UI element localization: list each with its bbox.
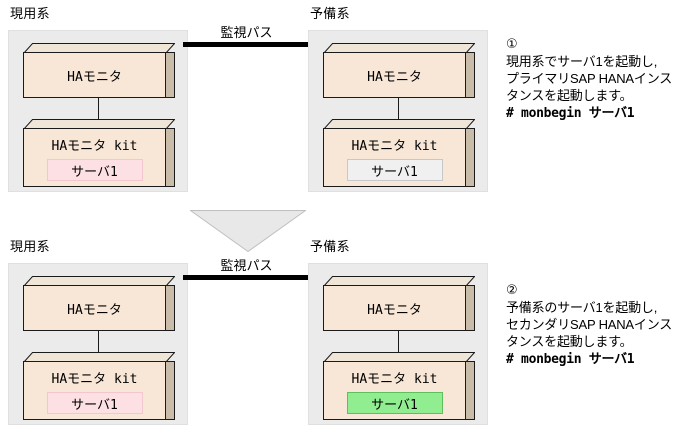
ha-monitor-label: HAモニタ: [367, 69, 422, 85]
server-chip-standby-top: サーバ1: [346, 159, 443, 181]
ha-monitor-label: HAモニタ: [67, 302, 122, 318]
ha-kit-box-active-bottom: HAモニタ kit サーバ1: [23, 352, 175, 420]
panel-standby-top: HAモニタ HAモニタ kit サーバ1: [308, 30, 488, 192]
server-chip-active-bottom: サーバ1: [46, 392, 143, 414]
ha-kit-box-standby-top: HAモニタ kit サーバ1: [323, 119, 475, 187]
box-front-face: HAモニタ: [323, 52, 466, 98]
connector-line-standby-bottom: [398, 331, 399, 352]
annotation-line-1-3: タンスを起動します。: [506, 88, 633, 103]
box-front-face: HAモニタ: [323, 285, 466, 331]
annotation-step-2: ② 予備系のサーバ1を起動し, セカンダリSAP HANAインス タンスを起動し…: [506, 282, 686, 369]
annotation-line-1-1: 現用系でサーバ1を起動し,: [506, 54, 658, 69]
box-front-face: HAモニタ kit サーバ1: [323, 128, 466, 187]
monitoring-path-label-top: 監視パス: [220, 25, 273, 40]
annotation-number-1: ①: [506, 37, 518, 52]
monitoring-path-label-bottom: 監視パス: [220, 258, 273, 273]
ha-monitor-box-active-bottom: HAモニタ: [23, 276, 175, 331]
box-side-face: [466, 285, 475, 331]
annotation-line-2-1: 予備系のサーバ1を起動し,: [506, 300, 658, 315]
ha-monitor-label: HAモニタ: [367, 302, 422, 318]
annotation-line-1-2: プライマリSAP HANAインス: [506, 71, 673, 86]
annotation-command-1: # monbegin サーバ1: [506, 106, 635, 121]
box-side-face: [166, 361, 175, 420]
box-front-face: HAモニタ kit サーバ1: [23, 128, 166, 187]
annotation-line-2-2: セカンダリSAP HANAインス: [506, 317, 673, 332]
box-side-face: [466, 52, 475, 98]
connector-line-standby-top: [398, 98, 399, 119]
ha-monitor-box-standby-top: HAモニタ: [323, 43, 475, 98]
system-label-active-bottom: 現用系: [10, 239, 50, 254]
annotation-command-2: # monbegin サーバ1: [506, 352, 635, 367]
ha-monitor-label: HAモニタ: [67, 69, 122, 85]
box-side-face: [166, 128, 175, 187]
ha-kit-label: HAモニタ kit: [51, 372, 138, 387]
annotation-line-2-3: タンスを起動します。: [506, 334, 633, 349]
ha-monitor-box-standby-bottom: HAモニタ: [323, 276, 475, 331]
ha-monitor-box-active-top: HAモニタ: [23, 43, 175, 98]
ha-kit-label: HAモニタ kit: [351, 372, 438, 387]
system-label-active-top: 現用系: [10, 6, 50, 21]
monitoring-path-line-bottom: [183, 275, 310, 280]
ha-kit-box-standby-bottom: HAモニタ kit サーバ1: [323, 352, 475, 420]
box-front-face: HAモニタ: [23, 52, 166, 98]
box-side-face: [166, 52, 175, 98]
system-label-standby-top: 予備系: [310, 6, 350, 21]
box-side-face: [466, 128, 475, 187]
panel-active-bottom: HAモニタ HAモニタ kit サーバ1: [8, 263, 188, 425]
box-front-face: HAモニタ kit サーバ1: [323, 361, 466, 420]
connector-line-active-top: [98, 98, 99, 119]
box-front-face: HAモニタ kit サーバ1: [23, 361, 166, 420]
annotation-number-2: ②: [506, 283, 518, 298]
annotation-step-1: ① 現用系でサーバ1を起動し, プライマリSAP HANAインス タンスを起動し…: [506, 36, 686, 123]
server-chip-active-top: サーバ1: [46, 159, 143, 181]
down-arrow-icon: [190, 210, 306, 252]
system-label-standby-bottom: 予備系: [310, 239, 350, 254]
panel-active-top: HAモニタ HAモニタ kit サーバ1: [8, 30, 188, 192]
monitoring-path-line-top: [183, 42, 310, 47]
ha-kit-box-active-top: HAモニタ kit サーバ1: [23, 119, 175, 187]
box-front-face: HAモニタ: [23, 285, 166, 331]
connector-line-active-bottom: [98, 331, 99, 352]
ha-kit-label: HAモニタ kit: [51, 139, 138, 154]
diagram-section-step-1: 現用系 予備系 HAモニタ: [0, 0, 691, 213]
panel-standby-bottom: HAモニタ HAモニタ kit サーバ1: [308, 263, 488, 425]
server-chip-standby-bottom: サーバ1: [346, 392, 443, 414]
ha-kit-label: HAモニタ kit: [351, 139, 438, 154]
box-side-face: [466, 361, 475, 420]
box-side-face: [166, 285, 175, 331]
